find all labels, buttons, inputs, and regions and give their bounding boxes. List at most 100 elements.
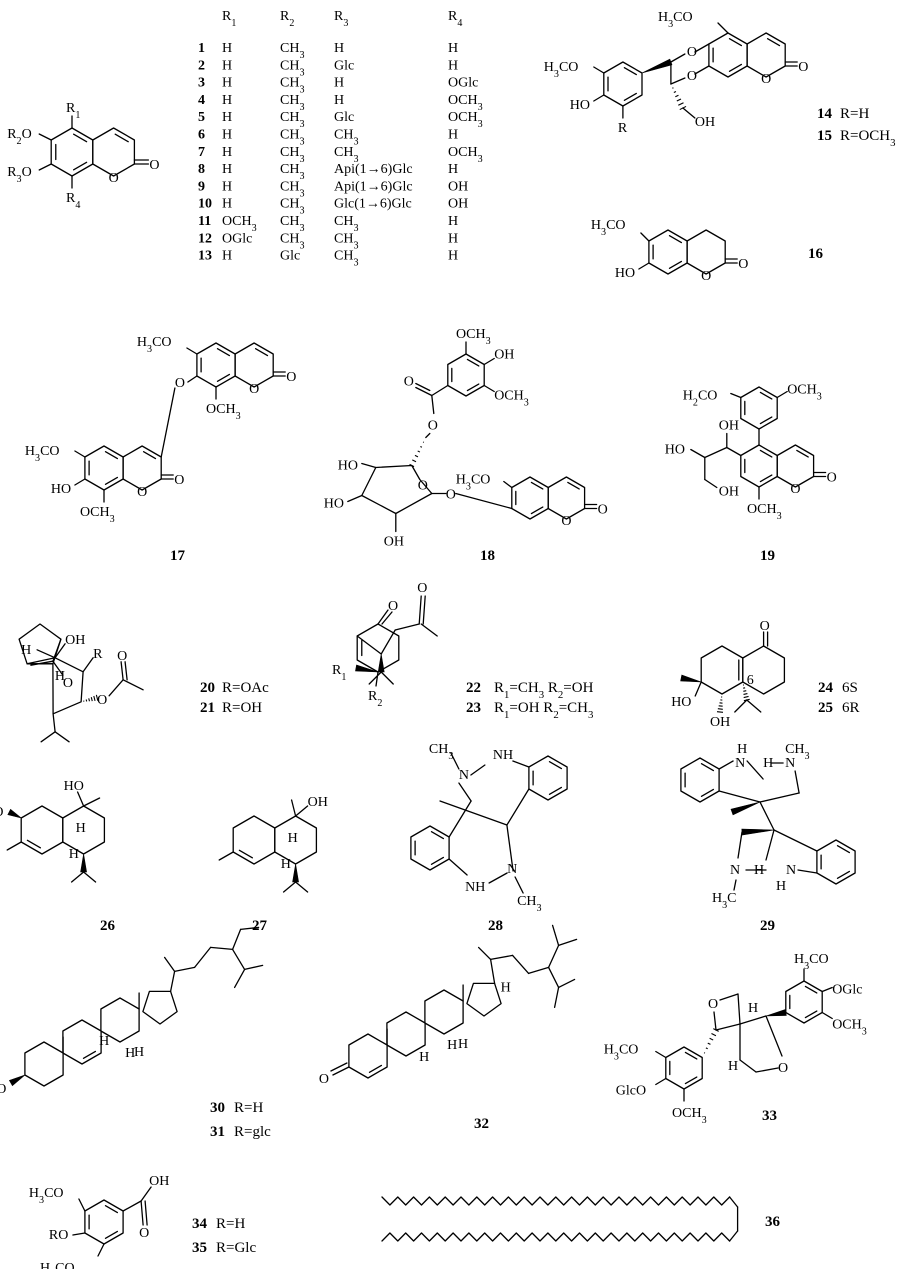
h-atom: H xyxy=(728,1059,738,1074)
benzene-ring xyxy=(410,825,450,871)
table-cell-r1: H xyxy=(222,93,232,108)
bond xyxy=(640,232,650,242)
bond xyxy=(375,671,379,687)
hash-bond xyxy=(716,696,724,713)
bond xyxy=(380,671,394,685)
double-bond xyxy=(530,506,544,515)
methyl: H3C xyxy=(712,891,737,911)
bond xyxy=(489,958,496,985)
alkyl-chain xyxy=(381,1196,731,1206)
bond xyxy=(294,881,309,893)
table-cell-r4: OCH3 xyxy=(448,93,483,113)
bond xyxy=(737,831,743,859)
hash-bond xyxy=(83,694,99,702)
bond-layer xyxy=(6,22,856,1257)
bond xyxy=(655,1077,667,1086)
wedge-bond xyxy=(8,1074,26,1087)
wedge-bond xyxy=(741,828,775,836)
benzene-ring xyxy=(816,839,856,885)
r3o-substituent: R3O xyxy=(7,165,32,185)
bond xyxy=(356,635,382,655)
compound-label: 6S xyxy=(842,680,858,696)
double-bond xyxy=(254,348,269,357)
double-bond xyxy=(104,1230,119,1239)
bond xyxy=(776,390,788,399)
bond xyxy=(737,993,741,1025)
bond xyxy=(218,851,234,861)
compound-number: 16 xyxy=(808,246,824,262)
bond xyxy=(122,679,144,691)
table-row-id: 3 xyxy=(198,76,205,91)
bond xyxy=(78,1198,86,1212)
benzene-ring xyxy=(528,755,568,801)
compound-label: R=OCH3 xyxy=(840,128,896,149)
furan-oxygen: O xyxy=(778,1061,788,1076)
bond xyxy=(746,699,762,713)
methoxy-label: OCH3 xyxy=(456,327,491,347)
methoxy-label: H3CO xyxy=(794,952,829,972)
table-cell-r1: H xyxy=(222,58,232,73)
carbonyl-oxygen: O xyxy=(598,503,608,518)
methyl: CH3 xyxy=(429,742,454,762)
compound-number: 19 xyxy=(760,548,775,564)
carbonyl-oxygen: O xyxy=(149,158,159,173)
bond xyxy=(144,1200,148,1226)
compound-label: R=OAc xyxy=(222,680,269,696)
compound-number: 31 xyxy=(210,1124,225,1140)
compound-number: 27 xyxy=(252,918,268,934)
bond xyxy=(415,386,433,397)
double-bond xyxy=(836,870,851,879)
bond xyxy=(759,801,775,831)
methoxy-label: OCH3 xyxy=(206,402,241,422)
bond xyxy=(54,731,70,743)
ro-group: RO xyxy=(0,1082,6,1097)
pyranone-ring xyxy=(746,32,786,78)
compound-label: 6R xyxy=(842,700,860,716)
table-cell-r1: OGlc xyxy=(222,231,252,246)
methyl: CH3 xyxy=(785,742,810,762)
benzene-ring xyxy=(740,444,778,488)
table-cell-r2: CH3 xyxy=(280,162,305,182)
hydroxyl: HO xyxy=(0,805,3,820)
h-atom: H xyxy=(99,1034,109,1049)
carbonyl-oxygen: O xyxy=(139,1226,149,1241)
bond xyxy=(122,1200,142,1212)
bond xyxy=(6,841,22,851)
bond xyxy=(431,394,435,415)
bond xyxy=(734,699,748,713)
compound-number: 22 xyxy=(466,680,481,696)
table-cell-r1: H xyxy=(222,128,232,143)
bond xyxy=(431,384,449,397)
h-atom: H xyxy=(419,1050,429,1065)
table-row-id: 7 xyxy=(198,145,205,160)
ring-d xyxy=(142,990,178,1025)
table-cell-r2: CH3 xyxy=(280,93,305,113)
bond xyxy=(381,611,393,625)
ring-oxygen: O xyxy=(137,485,147,500)
bond xyxy=(82,657,94,673)
hash-bond xyxy=(672,87,687,111)
double-bond xyxy=(759,449,773,458)
table-row-id: 13 xyxy=(198,249,212,264)
double-bond xyxy=(104,476,119,485)
wedge-bond xyxy=(355,664,379,673)
methoxy-label: OCH3 xyxy=(80,505,115,525)
bond xyxy=(694,65,710,75)
hydroxyl: HO xyxy=(671,695,691,710)
bond xyxy=(282,881,297,893)
ring-oxygen: O xyxy=(249,382,259,397)
bond xyxy=(765,1015,783,1057)
compound-number: 25 xyxy=(818,700,833,716)
double-bond xyxy=(368,1064,383,1073)
table-row-id: 12 xyxy=(198,231,212,246)
bond xyxy=(726,446,742,457)
bond xyxy=(54,643,66,659)
cyclohexenone xyxy=(356,623,400,673)
table-cell-r2: CH3 xyxy=(280,110,305,130)
dioxane-oxygen: O xyxy=(687,45,697,60)
bond xyxy=(209,946,234,951)
h-atom: H xyxy=(281,857,291,872)
wedge-bond xyxy=(377,653,385,673)
bond xyxy=(380,629,396,655)
